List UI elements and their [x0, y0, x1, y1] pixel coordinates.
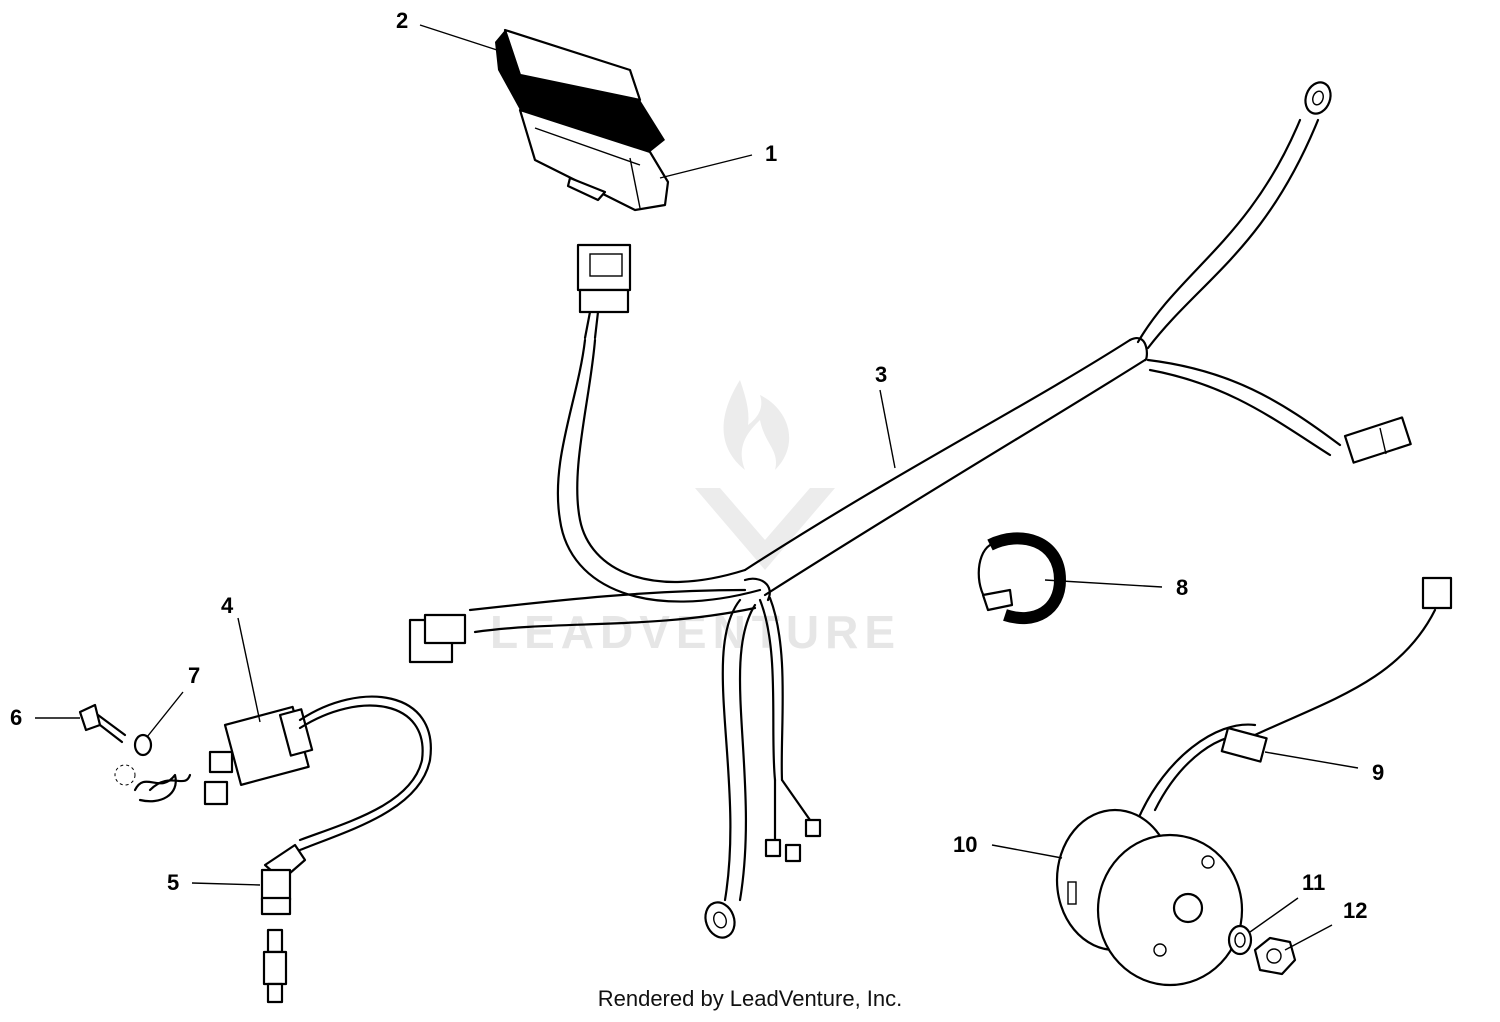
- callout-1: 1: [765, 141, 777, 166]
- callout-12: 12: [1343, 898, 1367, 923]
- callout-8: 8: [1176, 575, 1188, 600]
- callout-3: 3: [875, 362, 887, 387]
- callout-9: 9: [1372, 760, 1384, 785]
- lock-washer: [114, 733, 192, 803]
- callout-7: 7: [188, 663, 200, 688]
- watermark-text: LEADVENTURE: [490, 606, 901, 658]
- callout-4: 4: [221, 593, 234, 618]
- clamp: [977, 532, 1067, 625]
- callout-6: 6: [10, 705, 22, 730]
- ignition-coil: [203, 695, 432, 1004]
- control-module: [495, 28, 670, 212]
- leadventure-watermark: LEADVENTURE: [490, 380, 901, 658]
- nut: [1253, 936, 1297, 976]
- wiring-harness: [408, 81, 1412, 939]
- callout-10: 10: [953, 832, 977, 857]
- stator-assembly: [1055, 576, 1453, 987]
- rendered-by-footer: Rendered by LeadVenture, Inc.: [597, 986, 903, 1011]
- callout-5: 5: [167, 870, 179, 895]
- screw: [78, 703, 127, 744]
- callout-2: 2: [396, 8, 408, 33]
- washer: [1227, 924, 1253, 956]
- callout-11: 11: [1302, 870, 1325, 895]
- leader-lines: [35, 24, 1359, 951]
